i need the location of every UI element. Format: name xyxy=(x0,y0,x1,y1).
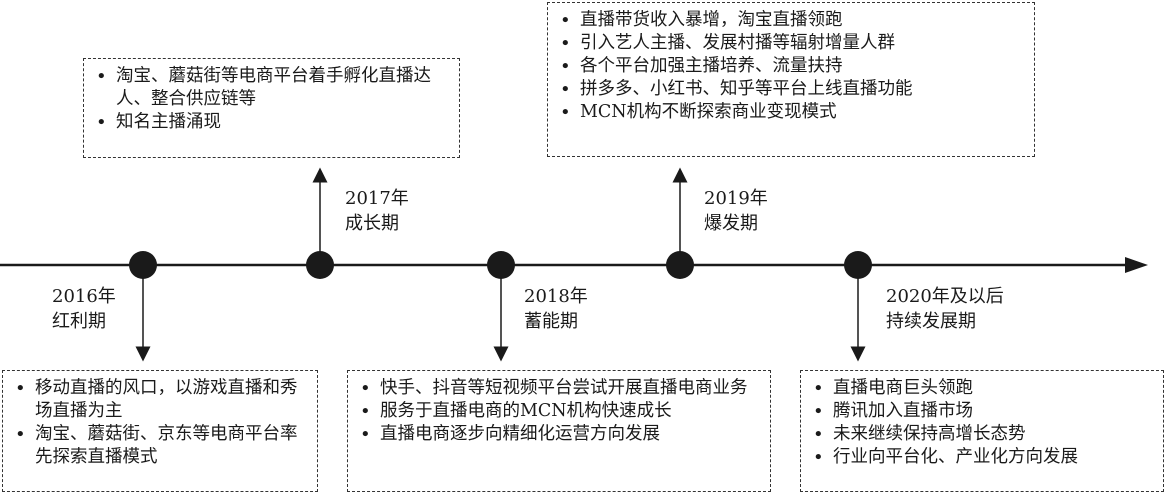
stage-label-2016: 2016年 红利期 xyxy=(52,284,116,334)
stage-phase: 持续发展期 xyxy=(886,311,976,332)
stage-item: 直播电商巨头领跑 xyxy=(811,377,1153,400)
stage-box-2017: 淘宝、蘑菇街等电商平台着手孵化直播达人、整合供应链等 知名主播涌现 xyxy=(83,58,460,158)
stage-items: 快手、抖音等短视频平台尝试开展直播电商业务 服务于直播电商的MCN机构快速成长 … xyxy=(358,377,760,446)
stage-item: 直播带货收入暴增，淘宝直播领跑 xyxy=(558,9,1024,32)
stage-year: 2017年 xyxy=(345,188,409,209)
stage-year: 2020年及以后 xyxy=(886,286,1004,307)
milestone-dot-2020 xyxy=(844,251,872,279)
stage-year: 2019年 xyxy=(704,188,768,209)
milestone-dot-2019 xyxy=(666,251,694,279)
stage-item: 移动直播的风口，以游戏直播和秀场直播为主 xyxy=(13,377,307,423)
stage-item: 腾讯加入直播市场 xyxy=(811,400,1153,423)
stage-items: 淘宝、蘑菇街等电商平台着手孵化直播达人、整合供应链等 知名主播涌现 xyxy=(94,65,449,134)
stage-phase: 蓄能期 xyxy=(524,311,578,332)
stage-label-2017: 2017年 成长期 xyxy=(345,186,409,236)
stage-phase: 爆发期 xyxy=(704,213,758,234)
stage-item: 服务于直播电商的MCN机构快速成长 xyxy=(358,400,760,423)
stage-box-2020: 直播电商巨头领跑 腾讯加入直播市场 未来继续保持高增长态势 行业向平台化、产业化… xyxy=(800,370,1164,492)
stage-item: 未来继续保持高增长态势 xyxy=(811,423,1153,446)
stage-item: 引入艺人主播、发展村播等辐射增量人群 xyxy=(558,32,1024,55)
stage-phase: 成长期 xyxy=(345,213,399,234)
stage-label-2018: 2018年 蓄能期 xyxy=(524,284,588,334)
stage-item: 知名主播涌现 xyxy=(94,111,449,134)
stage-label-2019: 2019年 爆发期 xyxy=(704,186,768,236)
stage-items: 直播带货收入暴增，淘宝直播领跑 引入艺人主播、发展村播等辐射增量人群 各个平台加… xyxy=(558,9,1024,124)
milestone-dot-2016 xyxy=(129,251,157,279)
stage-item: 拼多多、小红书、知乎等平台上线直播功能 xyxy=(558,78,1024,101)
stage-item: 淘宝、蘑菇街等电商平台着手孵化直播达人、整合供应链等 xyxy=(94,65,449,111)
stage-item: 行业向平台化、产业化方向发展 xyxy=(811,446,1153,469)
stage-items: 直播电商巨头领跑 腾讯加入直播市场 未来继续保持高增长态势 行业向平台化、产业化… xyxy=(811,377,1153,469)
stage-phase: 红利期 xyxy=(52,311,106,332)
timeline-axis-arrowhead xyxy=(1125,257,1148,273)
stage-item: MCN机构不断探索商业变现模式 xyxy=(558,101,1024,124)
stage-items: 移动直播的风口，以游戏直播和秀场直播为主 淘宝、蘑菇街、京东等电商平台率先探索直… xyxy=(13,377,307,469)
milestone-dot-2017 xyxy=(306,251,334,279)
milestone-dot-2018 xyxy=(487,251,515,279)
stage-item: 快手、抖音等短视频平台尝试开展直播电商业务 xyxy=(358,377,760,400)
stage-year: 2016年 xyxy=(52,286,116,307)
stage-box-2016: 移动直播的风口，以游戏直播和秀场直播为主 淘宝、蘑菇街、京东等电商平台率先探索直… xyxy=(2,370,318,492)
stage-label-2020: 2020年及以后 持续发展期 xyxy=(886,284,1004,334)
stage-item: 淘宝、蘑菇街、京东等电商平台率先探索直播模式 xyxy=(13,423,307,469)
stage-year: 2018年 xyxy=(524,286,588,307)
stage-item: 各个平台加强主播培养、流量扶持 xyxy=(558,55,1024,78)
stage-box-2018: 快手、抖音等短视频平台尝试开展直播电商业务 服务于直播电商的MCN机构快速成长 … xyxy=(347,370,771,492)
stage-box-2019: 直播带货收入暴增，淘宝直播领跑 引入艺人主播、发展村播等辐射增量人群 各个平台加… xyxy=(547,2,1035,157)
stage-item: 直播电商逐步向精细化运营方向发展 xyxy=(358,423,760,446)
